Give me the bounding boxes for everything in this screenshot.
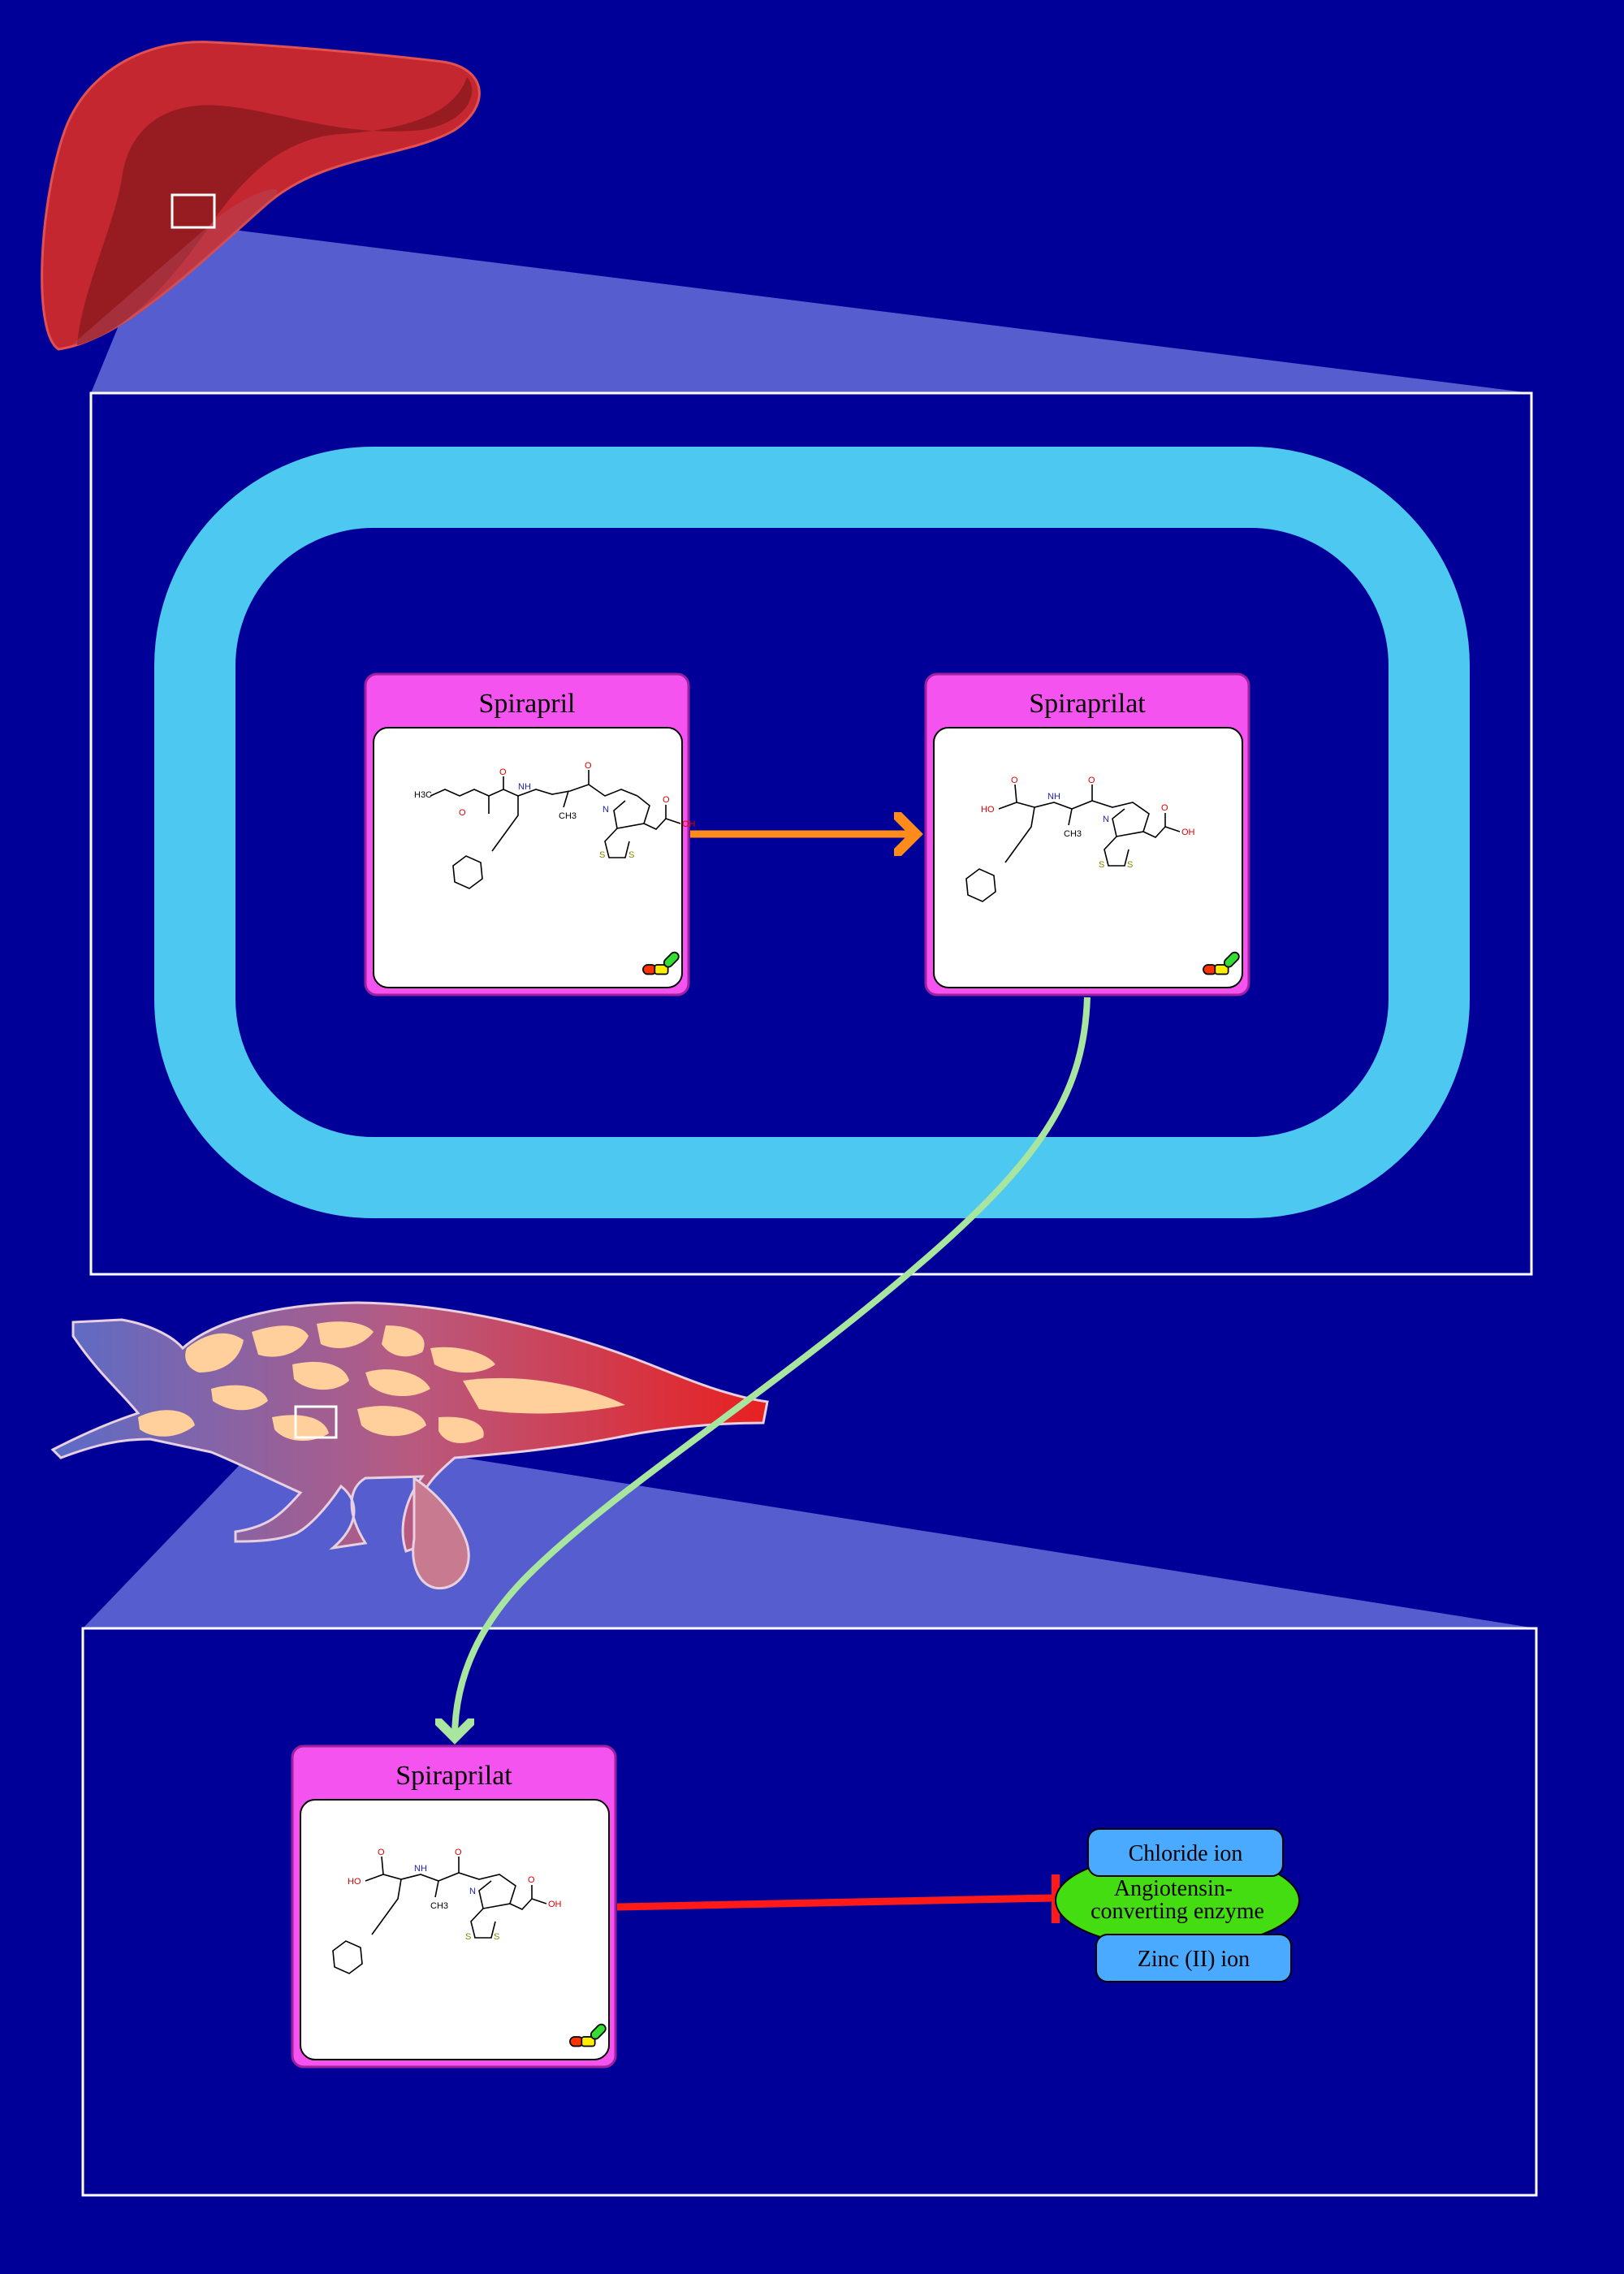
svg-text:HO: HO — [981, 805, 995, 815]
liver-zoom-region — [91, 195, 1531, 393]
svg-text:S: S — [1127, 860, 1133, 870]
svg-text:OH: OH — [548, 1900, 562, 1909]
vessel-zoom-box — [294, 1405, 338, 1439]
svg-text:O: O — [378, 1848, 385, 1857]
transport-arrow — [455, 996, 1091, 1738]
spiraprilat-structure-top — [965, 784, 1181, 902]
svg-text:CH3: CH3 — [1064, 829, 1082, 839]
svg-text:S: S — [599, 850, 605, 860]
svg-text:NH: NH — [1047, 792, 1060, 802]
svg-text:O: O — [663, 795, 670, 805]
spirapril-atom-labels: H3C O O NH O N O OH S S CH3 — [414, 761, 696, 860]
ace-target[interactable]: Angiotensin- converting enzyme Chloride … — [1055, 1828, 1300, 1982]
blood-vessel-icon — [50, 1301, 769, 1590]
ace-label-line1: Angiotensin- — [1114, 1876, 1233, 1901]
spirapril-structure — [430, 770, 681, 889]
svg-text:CH3: CH3 — [430, 1901, 448, 1911]
svg-text:OH: OH — [1181, 828, 1195, 837]
spirapril-card[interactable]: Spirapril H3C O O NH O N O OH S S — [364, 672, 696, 996]
chloride-ion[interactable] — [1087, 1828, 1284, 1877]
svg-text:N: N — [469, 1887, 476, 1896]
svg-text:O: O — [528, 1875, 535, 1885]
svg-text:S: S — [628, 850, 634, 860]
spiraprilat-card-bottom[interactable]: Spiraprilat HO O NH O N O OH S S CH3 — [291, 1744, 617, 2069]
svg-text:O: O — [459, 808, 466, 818]
spiraprilat-atom-labels-top: HO O NH O N O OH S S CH3 — [981, 776, 1195, 870]
svg-text:S: S — [1099, 860, 1104, 870]
svg-text:N: N — [1103, 815, 1109, 824]
liver-zoom-box — [171, 193, 216, 229]
svg-text:H3C: H3C — [414, 790, 432, 800]
spiraprilat-label-bottom: Spiraprilat — [395, 1761, 512, 1791]
zinc-ion-label: Zinc (II) ion — [1138, 1947, 1250, 1972]
spiraprilat-label-top: Spiraprilat — [1029, 689, 1146, 719]
cell-membrane — [154, 447, 1470, 1218]
svg-text:O: O — [1011, 776, 1018, 785]
svg-text:N: N — [603, 805, 609, 815]
svg-text:OH: OH — [682, 819, 696, 829]
svg-text:O: O — [1161, 803, 1168, 813]
zinc-ion[interactable] — [1095, 1934, 1292, 1982]
chloride-ion-label: Chloride ion — [1129, 1841, 1243, 1866]
svg-text:O: O — [455, 1848, 462, 1857]
svg-text:O: O — [585, 761, 592, 771]
svg-text:O: O — [1088, 776, 1095, 785]
svg-text:S: S — [494, 1932, 499, 1942]
spiraprilat-atom-labels-bottom: HO O NH O N O OH S S CH3 — [348, 1848, 562, 1942]
spiraprilat-structure-bottom — [332, 1856, 547, 1974]
svg-text:S: S — [465, 1932, 471, 1942]
svg-text:NH: NH — [414, 1864, 427, 1874]
spiraprilat-card-top[interactable]: Spiraprilat HO O NH O N O OH S S CH3 — [924, 672, 1250, 996]
svg-text:NH: NH — [518, 782, 531, 792]
inhibition-line — [616, 1894, 1055, 1911]
spirapril-label: Spirapril — [479, 689, 576, 719]
svg-text:O: O — [499, 767, 507, 777]
svg-text:CH3: CH3 — [559, 811, 577, 821]
ace-label-line2: converting enzyme — [1091, 1899, 1264, 1924]
svg-text:HO: HO — [348, 1877, 361, 1887]
liver-icon — [41, 41, 481, 351]
